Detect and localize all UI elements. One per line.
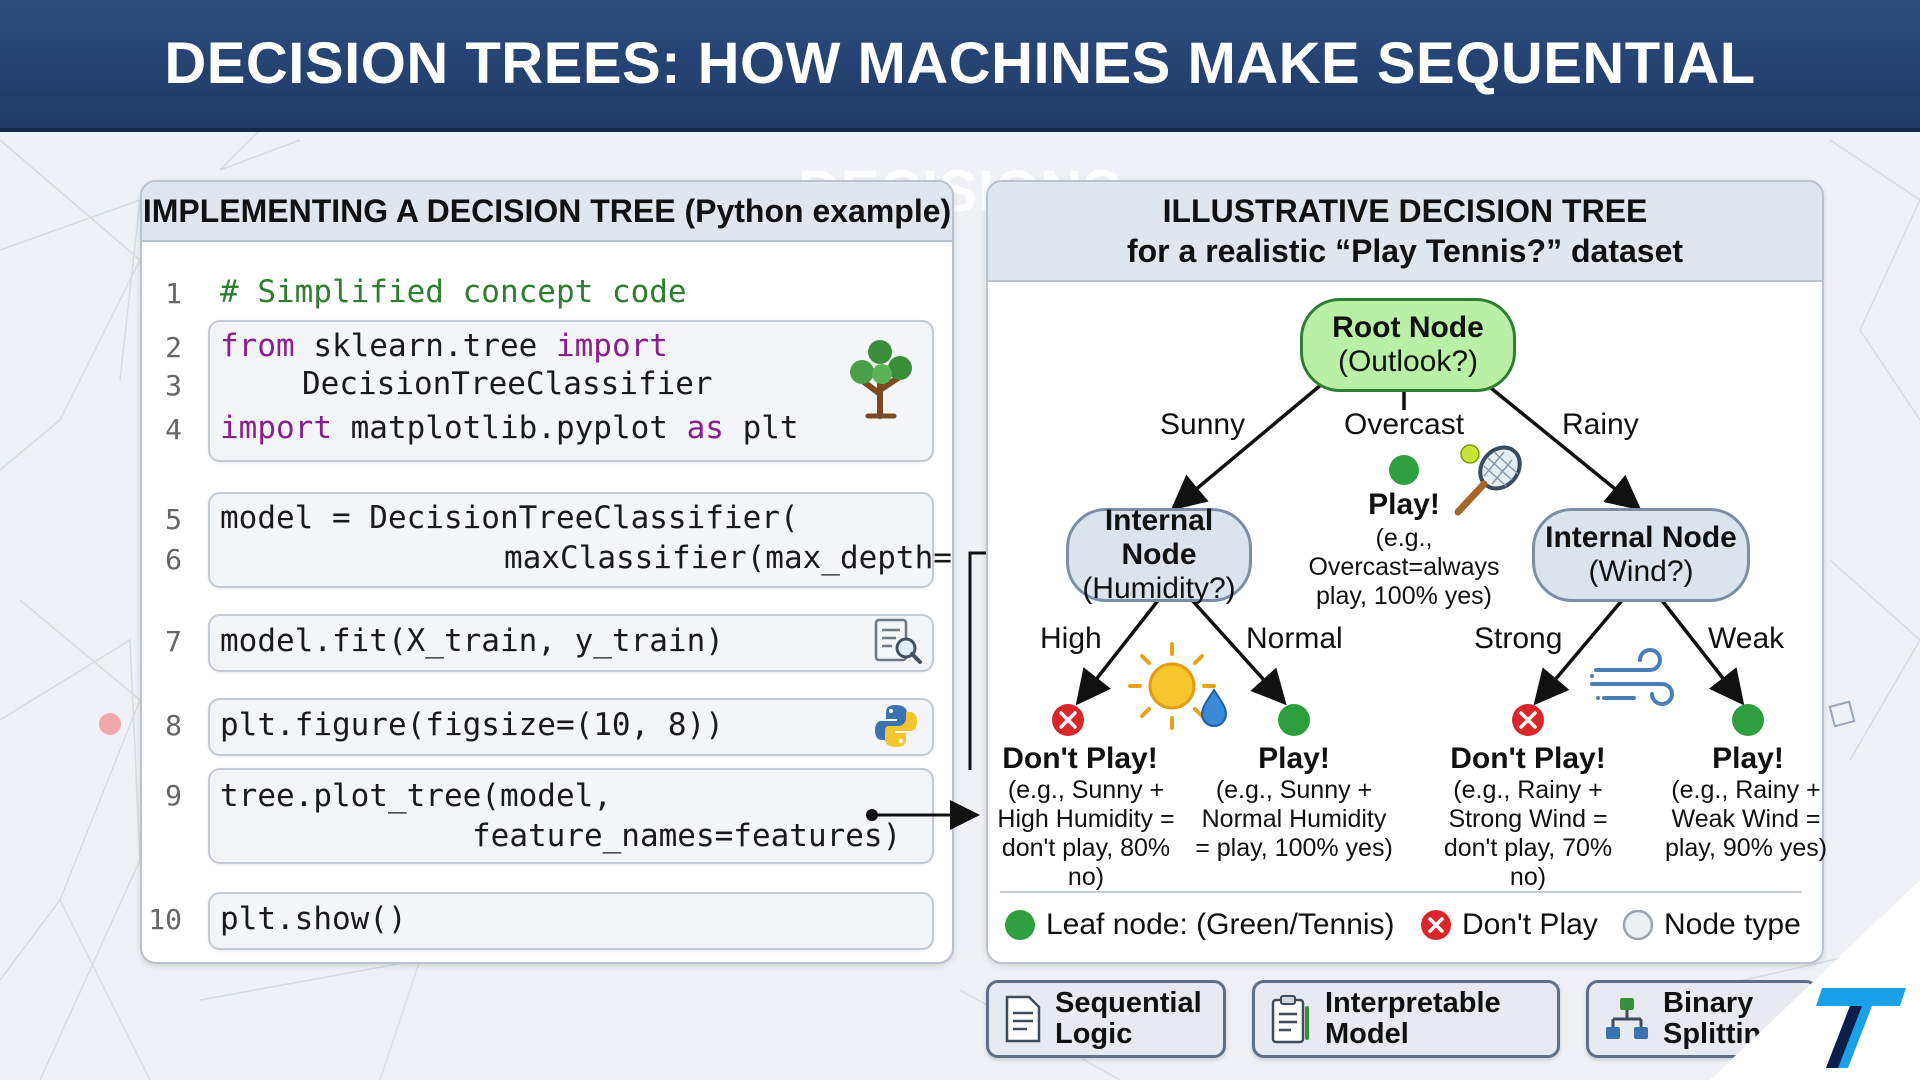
page-title: DECISION TREES: HOW MACHINES MAKE SEQUEN… [164, 31, 1756, 224]
code-block-imports [208, 320, 934, 462]
legend-leaf-node: Leaf node: (Green/Tennis) [1004, 908, 1395, 942]
code-line-2: from sklearn.tree import [220, 328, 668, 364]
module-name: matplotlib.pyplot [331, 410, 687, 446]
code-line-5: model = DecisionTreeClassifier( [220, 500, 799, 536]
line-number: 3 [165, 369, 182, 402]
internal-node-title: Internal Node [1545, 521, 1737, 554]
code-line-6: maxClassifier(max_depth=3) [504, 540, 954, 576]
keyword-import: import [220, 410, 332, 446]
internal-node-question: (Humidity?) [1082, 572, 1236, 605]
module-name: sklearn.tree [294, 328, 556, 364]
edge-label-normal: Normal [1246, 622, 1343, 655]
code-block-model [208, 492, 934, 588]
code-line-3: DecisionTreeClassifier [302, 366, 713, 402]
tree-panel-title: ILLUSTRATIVE DECISION TREE [1162, 193, 1648, 229]
internal-node-title: Internal Node [1104, 504, 1214, 571]
keyword-import: import [555, 328, 668, 364]
code-line-7: model.fit(X_train, y_train) [220, 623, 724, 659]
line-number: 9 [165, 779, 182, 812]
code-line-9b: feature_names=features) [472, 818, 902, 854]
internal-node-question: (Wind?) [1588, 555, 1694, 588]
code-block-show [208, 892, 934, 950]
edge-label-overcast: Overcast [1344, 408, 1465, 441]
card-label-line: Splittin [1663, 1018, 1762, 1050]
line-number: 1 [165, 277, 182, 310]
card-label: Interpretable Model [1325, 988, 1501, 1050]
legend-dont-play: Don't Play [1420, 908, 1598, 942]
keyword-from: from [220, 328, 295, 364]
line-number: 5 [165, 503, 182, 536]
line-number: 7 [165, 625, 182, 658]
keyword-as: as [686, 410, 724, 446]
root-node-question: (Outlook?) [1337, 345, 1479, 378]
tree-panel-header: ILLUSTRATIVE DECISION TREE for a realist… [988, 182, 1822, 282]
internal-node-wind: Internal Node (Wind?) [1532, 508, 1750, 602]
overcast-leaf-title: Play! [1368, 488, 1440, 521]
code-panel-title: IMPLEMENTING A DECISION TREE (Python exa… [142, 192, 952, 229]
code-panel-header: IMPLEMENTING A DECISION TREE (Python exa… [142, 182, 952, 242]
edge-label-strong: Strong [1474, 622, 1563, 655]
leaf-title: Don't Play! [1002, 742, 1158, 775]
leaf-title: Play! [1258, 742, 1330, 775]
legend-label: Node type [1664, 908, 1801, 941]
sequential-logic-card: Sequential Logic [986, 980, 1226, 1058]
python-logo-icon [875, 705, 917, 747]
line-number: 4 [165, 413, 182, 446]
wind-icon [1590, 648, 1674, 706]
title-bar: DECISION TREES: HOW MACHINES MAKE SEQUEN… [0, 0, 1920, 224]
hierarchy-icon [1606, 998, 1648, 1039]
clipboard-icon [1271, 995, 1309, 1044]
line-number: 2 [165, 331, 182, 364]
leaf-detail: (e.g., Sunny + Normal Humidity = play, 1… [1195, 776, 1393, 862]
document-icon [1005, 995, 1041, 1043]
legend-node-type: Node type [1622, 908, 1801, 942]
overcast-leaf-detail: (e.g., Overcast=always play, 100% yes) [1308, 524, 1500, 610]
code-line-4: import matplotlib.pyplot as plt [220, 410, 799, 446]
code-block-fit [208, 614, 934, 672]
tree-panel-subtitle: for a realistic “Play Tennis?” dataset [1126, 233, 1684, 269]
edge-label-rainy: Rainy [1562, 408, 1639, 441]
card-label-line: Sequential [1055, 987, 1202, 1019]
tennis-racket-icon [1454, 444, 1522, 516]
leaf-detail: (e.g., Rainy + Strong Wind = don't play,… [1443, 776, 1613, 891]
code-block-plot [208, 768, 934, 864]
code-comment: # Simplified concept code [220, 274, 687, 310]
internal-node-humidity: Internal Node (Humidity?) [1066, 504, 1252, 605]
root-node: Root Node (Outlook?) [1300, 298, 1516, 392]
code-block-figure [208, 698, 934, 756]
code-line-8: plt.figure(figsize=(10, 8)) [220, 707, 724, 743]
card-label-line: Logic [1055, 1018, 1133, 1050]
edge-label-weak: Weak [1708, 622, 1785, 655]
root-node-title: Root Node [1332, 311, 1484, 344]
red-x-icon [1421, 910, 1451, 940]
code-line-10: plt.show() [220, 901, 407, 937]
card-label-line: Interpretable [1325, 987, 1501, 1019]
leaf-title: Don't Play! [1450, 742, 1606, 775]
card-label: Sequential Logic [1055, 988, 1202, 1050]
brand-logo-icon [1710, 880, 1920, 1080]
document-search-icon [874, 618, 922, 664]
card-label-line: Binary [1663, 987, 1754, 1019]
edge-label-sunny: Sunny [1160, 408, 1246, 441]
legend-label: Leaf node: (Green/Tennis) [1046, 908, 1395, 941]
code-panel: IMPLEMENTING A DECISION TREE (Python exa… [140, 180, 954, 964]
card-label: Binary Splittin [1663, 988, 1761, 1050]
green-circle-icon [1005, 910, 1035, 940]
leaf-title: Play! [1712, 742, 1784, 775]
code-line-9: tree.plot_tree(model, [220, 778, 612, 814]
card-label-line: Model [1325, 1018, 1409, 1050]
legend-label: Don't Play [1462, 908, 1598, 941]
leaf-detail: (e.g., Sunny + High Humidity = don't pla… [997, 776, 1175, 891]
line-number: 6 [165, 543, 182, 576]
grey-circle-icon [1622, 909, 1654, 941]
line-number: 10 [148, 903, 182, 936]
line-number: 8 [165, 709, 182, 742]
interpretable-model-card: Interpretable Model [1252, 980, 1560, 1058]
sun-rain-icon [1128, 642, 1228, 730]
alias-name: plt [723, 410, 799, 446]
tree-icon [850, 340, 912, 419]
edge-label-high: High [1040, 622, 1102, 655]
leaf-detail: (e.g., Rainy + Weak Wind = play, 90% yes… [1664, 776, 1828, 862]
